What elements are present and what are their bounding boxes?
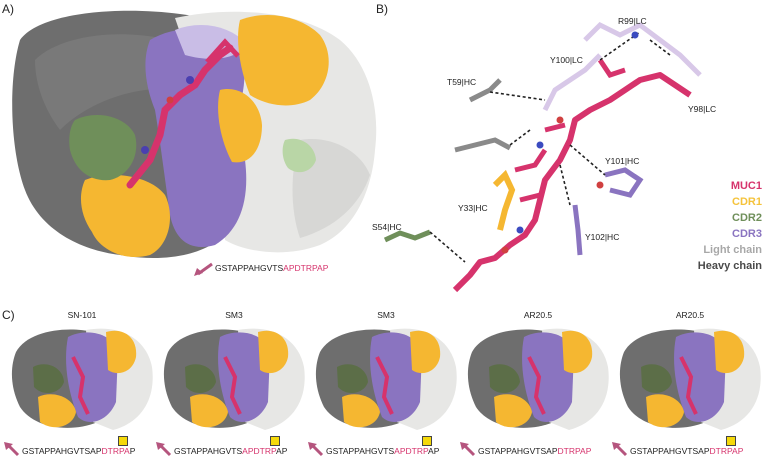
structure-title: AR20.5	[523, 310, 553, 320]
sequence-plain-tail: AP	[428, 446, 440, 456]
residue-label-s54: S54|HC	[372, 222, 402, 232]
residue-label-y33: Y33|HC	[458, 203, 488, 213]
sequence-plain: GSTAPPAHGVTSAP	[630, 446, 710, 456]
panel-a-label: A)	[2, 2, 14, 16]
structure-sequence: GSTAPPAHGVTSAPDTRPAP	[326, 446, 439, 456]
sequence-highlight: DTRPAP	[557, 446, 592, 456]
panel-a-peptide-arrow	[194, 262, 213, 276]
legend-cdr2: CDR2	[732, 212, 762, 224]
structure-title: AR20.5	[675, 310, 705, 320]
residue-label-y101: Y101|HC	[605, 156, 640, 166]
sequence-plain: GSTAPPAHGVTSAP	[22, 446, 102, 456]
sequence-plain: GSTAPPAHGVTS	[174, 446, 243, 456]
sequence-highlight: DTRPA	[101, 446, 130, 456]
sequence-plain: GSTAPPAHGVTS	[215, 263, 284, 273]
sequence-highlight: APDTRP	[242, 446, 277, 456]
peptide-direction-arrow-icon	[308, 442, 324, 457]
sequence-plain-tail: P	[129, 446, 136, 456]
panel-a-sequence: GSTAPPAHGVTSAPDTRPAP	[215, 263, 328, 273]
legend-light-chain: Light chain	[703, 244, 762, 256]
structure-sequence: GSTAPPAHGVTSAPDTRPAP	[478, 446, 591, 456]
residue-label-y98: Y98|LC	[688, 104, 717, 114]
sequence-highlight: APDTRPAP	[283, 263, 329, 273]
sequence-plain-tail: AP	[276, 446, 288, 456]
structure-title: SM3	[377, 310, 395, 320]
structure-sequence: GSTAPPAHGVTSAPDTRPAP	[22, 446, 135, 456]
color-legend: MUC1 CDR1 CDR2 CDR3 Light chain Heavy ch…	[640, 180, 762, 276]
structure-sequence: GSTAPPAHGVTSAPDTRPAP	[174, 446, 287, 456]
panel-b-label: B)	[376, 2, 388, 16]
legend-muc1: MUC1	[730, 180, 762, 192]
structure-title: SN-101	[67, 310, 97, 320]
galnac-square-icon	[270, 436, 280, 446]
peptide-direction-arrow-icon	[156, 442, 172, 457]
structure-surface-image	[467, 328, 609, 430]
residue-label-y100: Y100|LC	[550, 55, 583, 65]
residue-label-r99: R99|LC	[618, 16, 647, 26]
sequence-highlight: APDTRP	[394, 446, 429, 456]
sequence-plain: GSTAPPAHGVTSAP	[478, 446, 558, 456]
residue-label-t59: T59|HC	[447, 77, 477, 87]
peptide-direction-arrow-icon	[4, 442, 20, 457]
legend-cdr1: CDR1	[732, 196, 762, 208]
structure-surface-image	[11, 328, 153, 430]
sequence-highlight: DTRPAP	[709, 446, 744, 456]
galnac-square-icon	[118, 436, 128, 446]
legend-heavy-chain: Heavy chain	[697, 260, 762, 272]
structure-surface-image	[315, 328, 457, 430]
galnac-square-icon	[422, 436, 432, 446]
sequence-plain: GSTAPPAHGVTS	[326, 446, 395, 456]
residue-label-y102: Y102|HC	[585, 232, 620, 242]
peptide-direction-arrow-icon	[612, 442, 628, 457]
structure-sequence: GSTAPPAHGVTSAPDTRPAP	[630, 446, 743, 456]
peptide-direction-arrow-icon	[460, 442, 476, 457]
legend-cdr3: CDR3	[732, 228, 762, 240]
structure-surface-image	[163, 328, 305, 430]
structure-surface-image	[619, 328, 761, 430]
galnac-square-icon	[726, 436, 736, 446]
structure-title: SM3	[225, 310, 243, 320]
panel-c-label: C)	[2, 308, 15, 322]
